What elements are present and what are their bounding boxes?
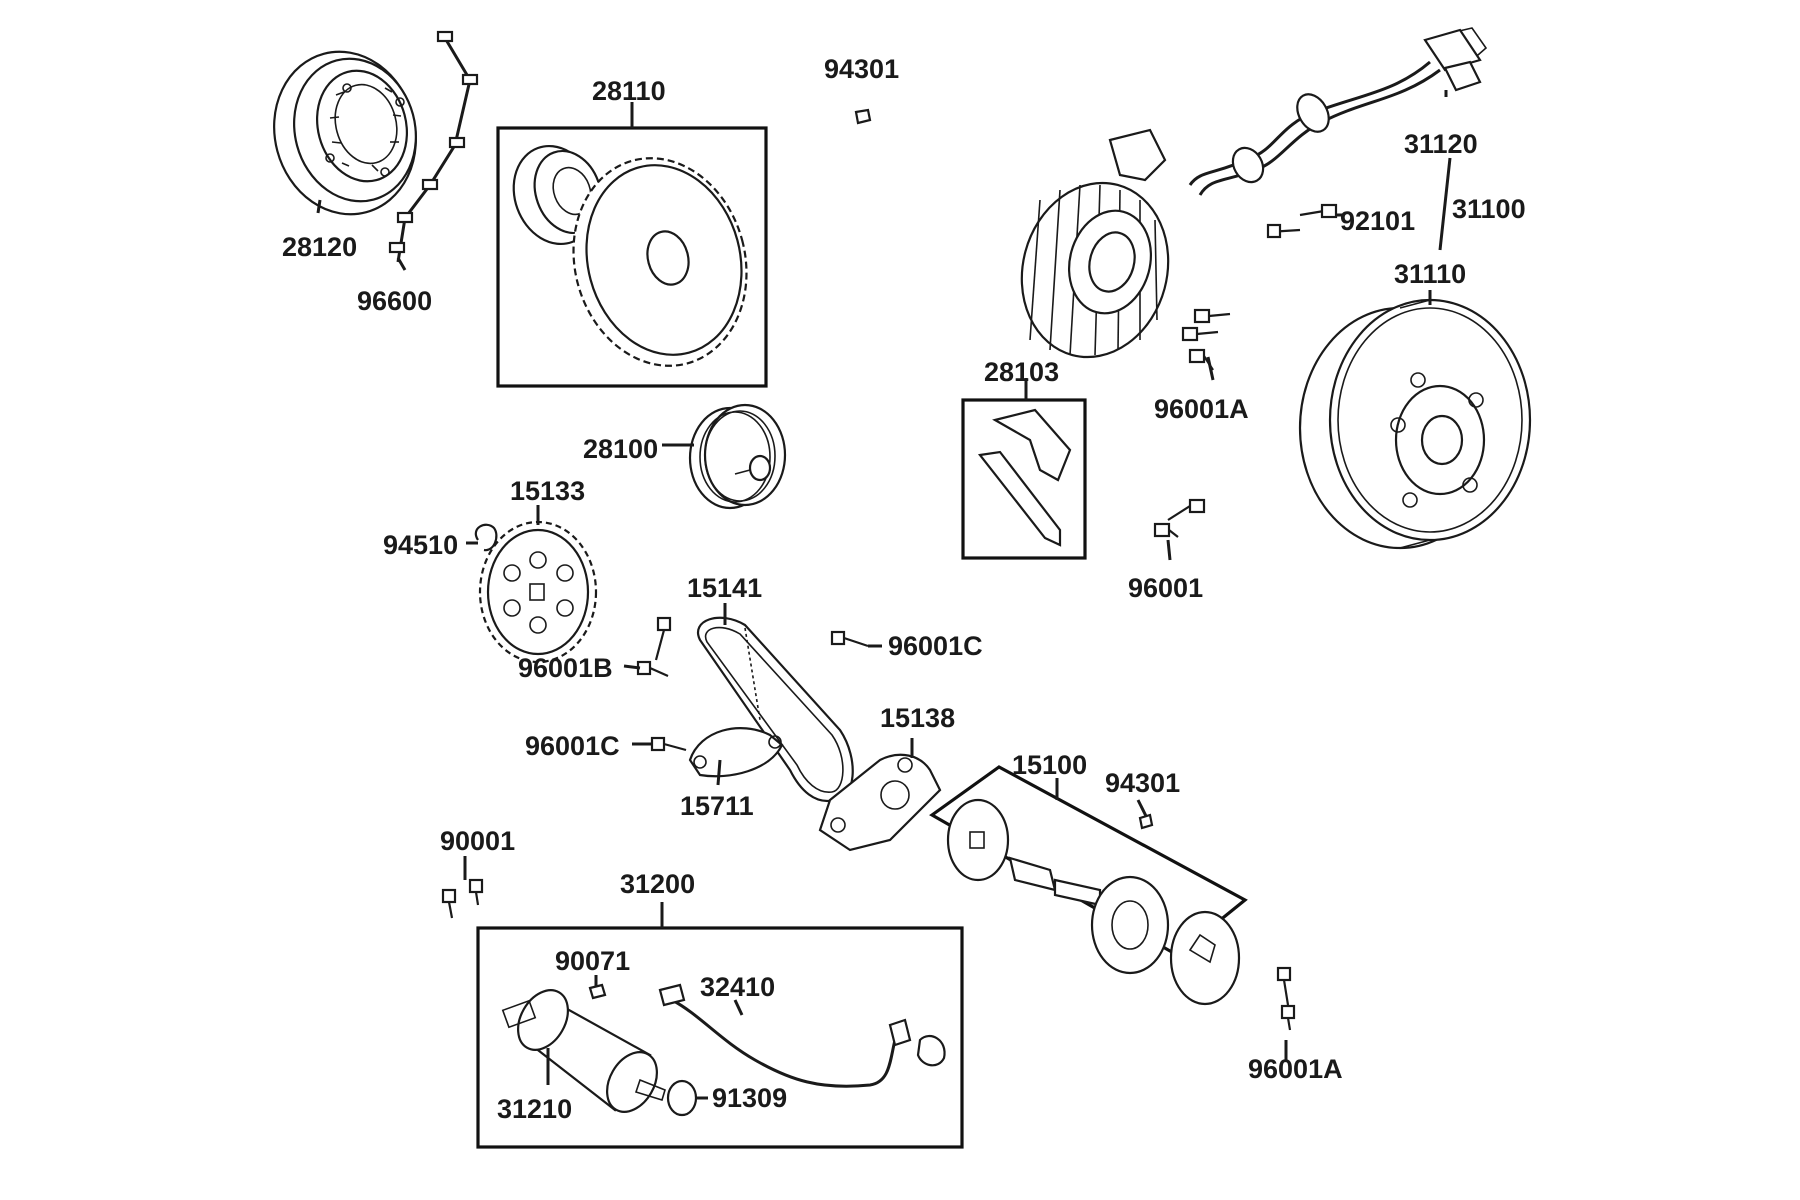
callout-96001B: 96001B bbox=[518, 653, 613, 683]
pin-94301-mid bbox=[1138, 813, 1154, 830]
o-ring-91309 bbox=[666, 1079, 698, 1117]
callout-96001: 96001 bbox=[1128, 573, 1203, 603]
bolt-set-96001A-bottom bbox=[1276, 966, 1296, 1031]
flywheel-rotor-31110 bbox=[1298, 298, 1532, 550]
callout-15133: 15133 bbox=[510, 476, 585, 506]
callout-31200: 31200 bbox=[620, 869, 695, 899]
callout-31210: 31210 bbox=[497, 1094, 572, 1124]
starter-motor-31210 bbox=[501, 989, 666, 1113]
callout-28110: 28110 bbox=[592, 76, 666, 106]
bolt-set-96001 bbox=[1153, 498, 1206, 538]
callout-91309: 91309 bbox=[712, 1083, 787, 1113]
chain-holder-15138 bbox=[818, 753, 942, 852]
nut-90071 bbox=[588, 983, 607, 1000]
callout-92101: 92101 bbox=[1340, 206, 1415, 236]
callout-96001A-top: 96001A bbox=[1154, 394, 1249, 424]
callout-96001A-bottom: 96001A bbox=[1248, 1054, 1343, 1084]
callout-15711: 15711 bbox=[680, 791, 754, 821]
callout-96600: 96600 bbox=[357, 286, 432, 316]
bolt-set-90001 bbox=[441, 878, 484, 919]
cam-chain-15141 bbox=[697, 616, 854, 803]
callout-94301-top: 94301 bbox=[824, 54, 899, 84]
callout-28100: 28100 bbox=[583, 434, 658, 464]
chain-tensioner-15711 bbox=[688, 727, 784, 778]
screw-set-92101 bbox=[1266, 203, 1338, 239]
callout-96001C-left: 96001C bbox=[525, 731, 620, 761]
stator-31120 bbox=[1020, 27, 1488, 359]
callout-28120: 28120 bbox=[282, 232, 357, 262]
chain-guide-28103 bbox=[977, 408, 1072, 547]
callout-31110: 31110 bbox=[1394, 259, 1466, 289]
starter-cable-32410 bbox=[658, 983, 946, 1088]
callout-15100: 15100 bbox=[1012, 750, 1087, 780]
bolt-set-96001A-top bbox=[1181, 308, 1231, 371]
callout-31100: 31100 bbox=[1452, 194, 1526, 224]
leader-lines bbox=[316, 90, 1452, 1100]
callout-15141: 15141 bbox=[687, 573, 762, 603]
group-box-28103 bbox=[961, 398, 1087, 560]
callout-31120: 31120 bbox=[1404, 129, 1478, 159]
bolt-96001C-left bbox=[650, 736, 687, 752]
pin-94301-top bbox=[854, 108, 872, 125]
group-box-31200 bbox=[476, 926, 964, 1149]
callout-28103: 28103 bbox=[984, 357, 1059, 387]
callout-15138: 15138 bbox=[880, 703, 955, 733]
callout-90071: 90071 bbox=[555, 946, 630, 976]
starter-idle-gear-28110 bbox=[512, 144, 748, 367]
callout-labels: 28110 94301 28120 96600 31120 92101 3110… bbox=[282, 54, 1526, 1124]
sprocket-15133 bbox=[478, 520, 598, 664]
bolt-set-96001B bbox=[636, 616, 672, 678]
callout-32410: 32410 bbox=[700, 972, 775, 1002]
bolt-96001C-right bbox=[830, 630, 869, 648]
one-way-clutch-ring-28120 bbox=[273, 50, 417, 216]
bolt-set-96600 bbox=[388, 30, 479, 263]
oil-pump-15100 bbox=[946, 798, 1241, 1006]
callout-96001C-right: 96001C bbox=[888, 631, 983, 661]
callout-94510: 94510 bbox=[383, 530, 458, 560]
callout-94301-mid: 94301 bbox=[1105, 768, 1180, 798]
circlip-94510 bbox=[474, 523, 498, 552]
starter-drive-28100 bbox=[688, 403, 787, 510]
callout-90001: 90001 bbox=[440, 826, 515, 856]
